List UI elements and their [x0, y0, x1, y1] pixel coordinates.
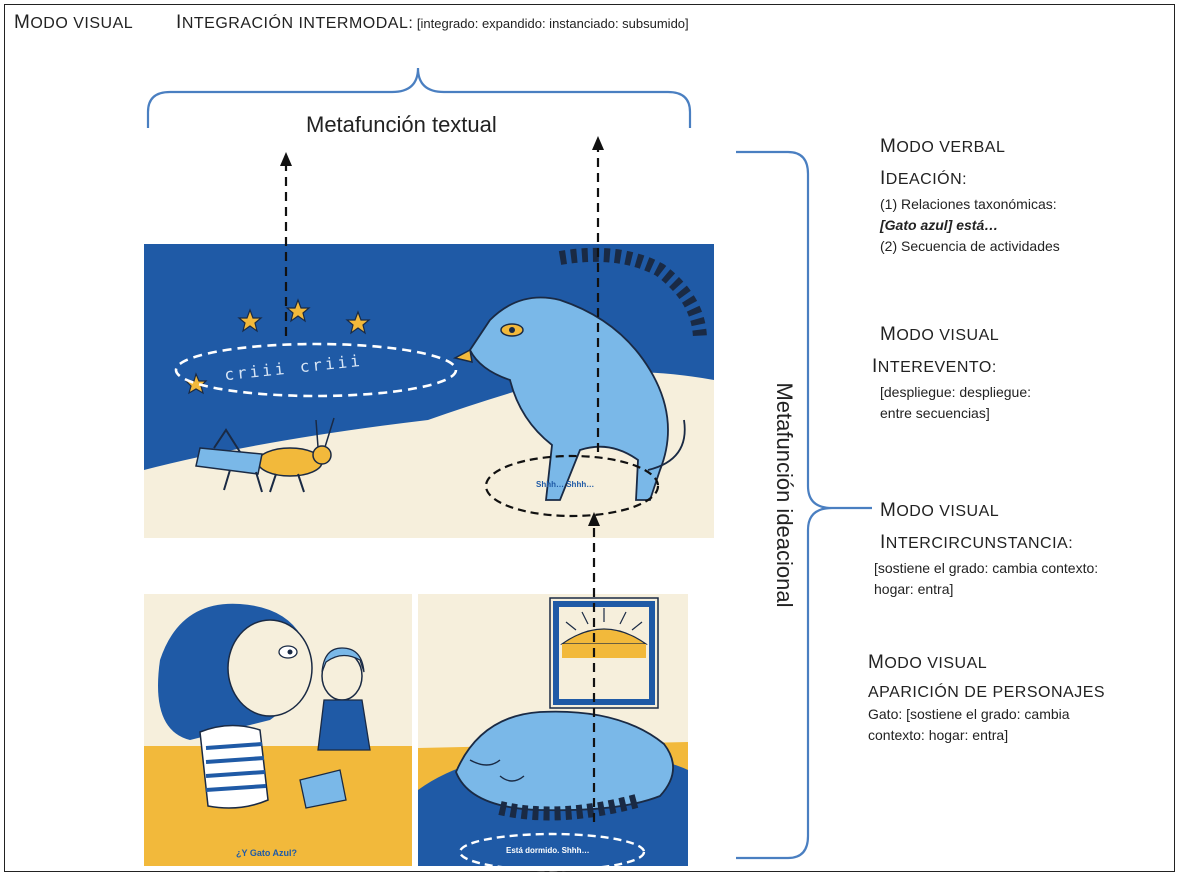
secuencia-line: (2) Secuencia de actividades [880, 238, 1060, 254]
esta-dormido-text: Está dormido. Shhh… [506, 846, 590, 855]
panel-girl [144, 594, 412, 866]
y-gato-azul-text: ¿Y Gato Azul? [236, 848, 298, 858]
entre-secuencias-line: entre secuencias] [880, 405, 990, 421]
ideacion-initial: I [880, 168, 886, 189]
despliegue-line: [despliegue: despliegue: [880, 384, 1032, 400]
relaciones-line: (1) Relaciones taxonómicas: [880, 196, 1057, 212]
aparicion-initial: A [868, 684, 880, 701]
modo-visual-3-label: ODO VISUAL [884, 655, 988, 672]
modo-verbal-block: MODO VERBAL IDEACIÓN: (1) Relaciones tax… [880, 136, 1060, 257]
criii-ellipse [174, 342, 458, 398]
modo-verbal-label: ODO VERBAL [896, 139, 1006, 156]
modo-visual-initial: M [14, 12, 31, 33]
modo-visual-aparicion-block: MODO VISUAL APARICIÓN DE PERSONAJES Gato… [868, 652, 1105, 746]
panel-cat-standing [428, 244, 714, 538]
cricket-drawing [195, 417, 335, 493]
intercircunstancia-initial: I [880, 532, 886, 553]
modo-visual-intercircunstancia-block: MODO VISUAL INTERCIRCUNSTANCIA: [sostien… [874, 500, 1098, 600]
sostiene-line: [sostiene el grado: cambia contexto: [874, 560, 1099, 576]
metafuncion-ideacional-label: Metafunción ideacional [772, 382, 797, 608]
modo-visual-label: ODO VISUAL [30, 15, 134, 32]
aparicion-label: PARICIÓN DE PERSONAJES [879, 684, 1106, 701]
modo-visual-1-label: ODO VISUAL [896, 327, 1000, 344]
panel-cat-sleeping [418, 594, 688, 866]
intervento-label: NTEREVENTO: [877, 359, 997, 376]
intervento-initial: I [872, 356, 878, 377]
shhh-ellipse [484, 454, 660, 518]
modo-visual-2-label: ODO VISUAL [896, 503, 1000, 520]
textual-brace [146, 67, 692, 128]
integracion-initial: I [176, 12, 182, 33]
ideacion-label: DEACIÓN: [885, 171, 968, 188]
shhh-text: Shhh… Shhh… [536, 480, 595, 489]
contexto-hogar-line: contexto: hogar: entra] [868, 727, 1009, 743]
figure-frame [4, 4, 1175, 872]
modo-verbal-initial: M [880, 136, 897, 157]
modo-visual-2-initial: M [880, 500, 897, 521]
integracion-detail: [integrado: expandido: instanciado: subs… [413, 16, 689, 31]
esta-dormido-ellipse [458, 832, 646, 872]
modo-visual-1-initial: M [880, 324, 897, 345]
intercircunstancia-label: NTERCIRCUNSTANCIA: [885, 535, 1074, 552]
top-heading: MODO VISUAL INTEGRACIÓN INTERMODAL: [int… [14, 12, 689, 34]
modo-visual-intervento-block: MODO VISUAL INTEREVENTO: [despliegue: de… [872, 324, 1032, 424]
arrow-heads [280, 136, 604, 526]
gato-azul-line: [Gato azul] está… [880, 215, 1060, 236]
dashed-arrows [284, 150, 600, 822]
modo-visual-3-initial: M [868, 652, 885, 673]
metafuncion-textual-label: Metafunción textual [306, 112, 497, 137]
panel-cricket [144, 244, 428, 538]
hogar-line: hogar: entra] [874, 581, 954, 597]
window-drawing [549, 597, 659, 709]
gato-sostiene-line: Gato: [sostiene el grado: cambia [868, 706, 1070, 722]
gato-azul-bold: [Gato azul] está… [880, 217, 999, 233]
integracion-label: NTEGRACIÓN INTERMODAL: [181, 15, 414, 32]
